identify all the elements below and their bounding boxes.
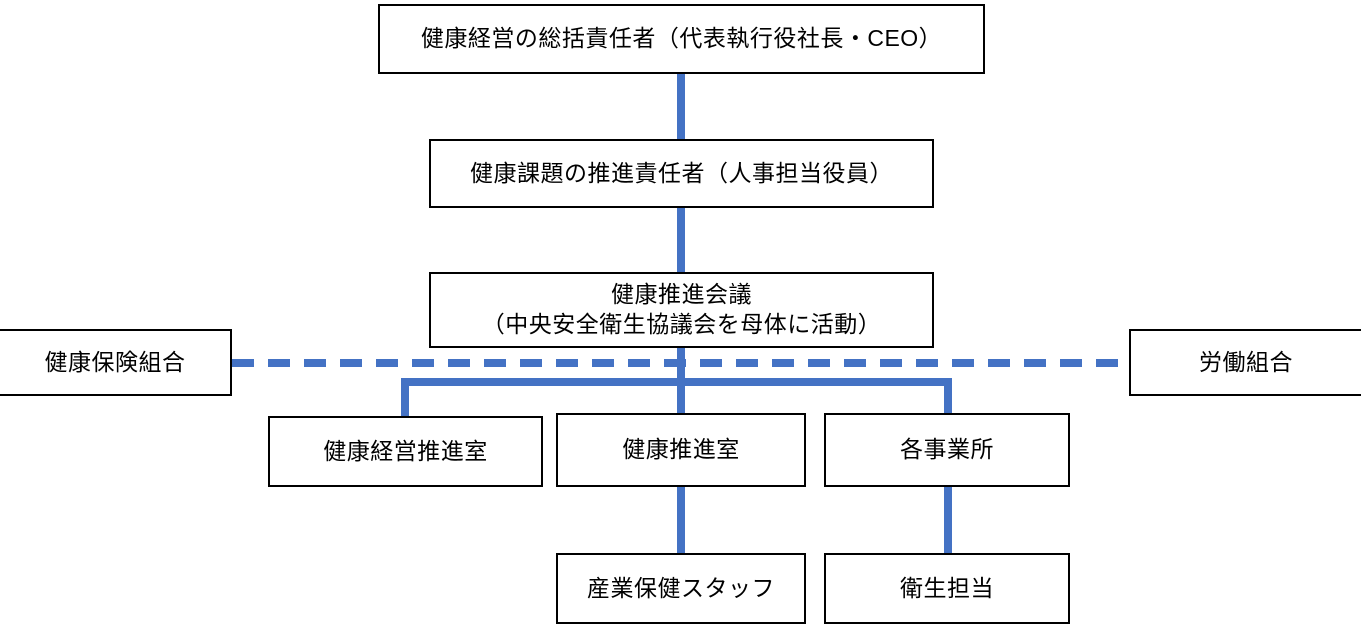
connector-branch-horizontal-bar (401, 378, 952, 386)
connector-bar-to-kenko-keiei-suishinshitsu (401, 378, 409, 418)
node-eisei-tanto[interactable]: 衛生担当 (824, 553, 1070, 624)
node-promotion-council[interactable]: 健康推進会議 （中央安全衛生協議会を母体に活動） (429, 272, 934, 348)
node-sangyo-hoken-staff[interactable]: 産業保健スタッフ (556, 553, 806, 624)
connector-kenko-suishinshitsu-to-sangyo-hoken-staff (677, 485, 685, 557)
connector-bar-to-kaku-jigyosho (944, 378, 952, 418)
connector-bar-to-kenko-suishinshitsu (677, 378, 685, 418)
node-kaku-jigyosho[interactable]: 各事業所 (824, 413, 1070, 487)
connector-kaku-jigyosho-to-eisei-tanto (944, 485, 952, 557)
node-health-insurance-union[interactable]: 健康保険組合 (0, 329, 232, 396)
node-kenko-suishinshitsu[interactable]: 健康推進室 (556, 413, 806, 487)
node-labor-union[interactable]: 労働組合 (1129, 329, 1361, 396)
node-ceo[interactable]: 健康経営の総括責任者（代表執行役社長・CEO） (378, 4, 985, 74)
connector-dashed-union-link (232, 359, 1129, 367)
connector-hr-officer-to-council (677, 206, 685, 276)
node-kenko-keiei-suishinshitsu[interactable]: 健康経営推進室 (268, 416, 543, 487)
node-hr-officer[interactable]: 健康課題の推進責任者（人事担当役員） (429, 139, 934, 208)
connector-ceo-to-hr-officer (677, 72, 685, 142)
